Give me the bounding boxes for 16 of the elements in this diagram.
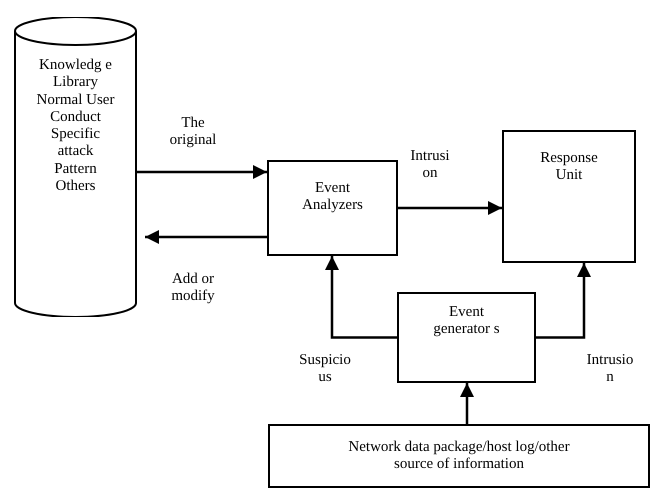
node-label: Event generator s <box>432 304 501 338</box>
arrow <box>460 383 474 424</box>
arrow <box>398 201 502 215</box>
node-label: Knowledg e Library Normal User Conduct Specific attack Pattern Others <box>36 57 115 195</box>
node-label: Event Analyzers <box>301 180 364 214</box>
node-label: Response Unit <box>539 150 599 184</box>
arrow <box>137 165 267 179</box>
process-box <box>268 424 650 488</box>
node-label: Network data package/host log/other source of information <box>347 438 571 474</box>
arrow <box>536 263 591 339</box>
database-cylinder <box>14 17 137 317</box>
process-box <box>267 160 398 256</box>
process-box <box>397 292 536 383</box>
arrow <box>145 230 267 244</box>
process-box <box>502 130 636 263</box>
arrow <box>325 256 397 339</box>
